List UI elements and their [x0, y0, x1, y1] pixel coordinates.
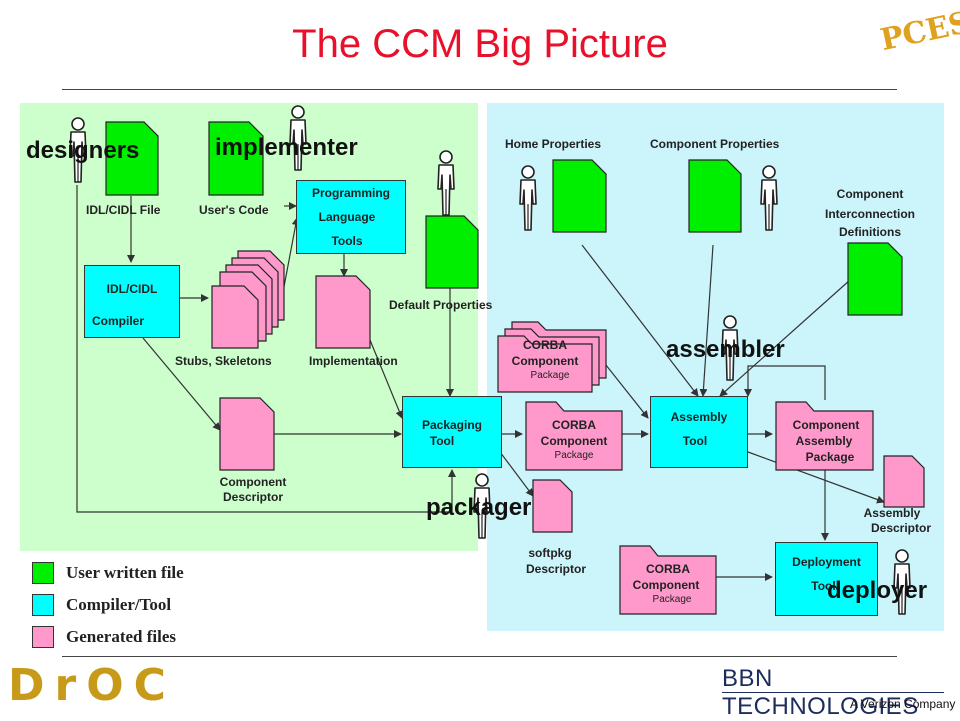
softpkg-descriptor-doc: [532, 479, 573, 533]
implementation-label: Implementation: [309, 354, 398, 368]
legend-tool-label: Compiler/Tool: [66, 595, 172, 614]
assembly-descriptor-label-1: Assembly: [863, 506, 921, 520]
deploy-package-label-2: Component: [632, 578, 700, 592]
softpkg-label-2: Descriptor: [525, 562, 587, 576]
cap-label-1: Component: [792, 418, 860, 432]
home-properties-doc: [552, 159, 607, 233]
cap-label-2: Assembly: [795, 434, 853, 448]
default-properties-doc: [425, 215, 479, 289]
stubs-skeletons-stack: [211, 250, 285, 349]
deployment-package-folder: [619, 545, 717, 615]
idl-compiler-label-1: IDL/CIDL: [106, 282, 158, 296]
stack-package-label-1: CORBA: [523, 338, 567, 352]
legend-swatch-generated: [32, 626, 54, 648]
corba-package-folder: [525, 401, 623, 471]
arrow-designers-to-packaging: [76, 185, 456, 513]
arrow-cid-to-assembly: [719, 279, 851, 397]
deploy-package-label-1: CORBA: [646, 562, 690, 576]
packaging-tool-label-1: Packaging: [421, 418, 483, 432]
corba-packages-stack: [497, 321, 607, 393]
packaging-tool-box: [402, 396, 502, 468]
packaging-tool-label-2: Tool: [429, 434, 455, 448]
bbn-divider: [722, 692, 944, 693]
deployment-tool-label-1: Deployment: [792, 555, 861, 569]
idl-compiler-box: [84, 265, 180, 338]
assembler-label: assembler: [666, 336, 785, 363]
assembly-tool-box: [650, 396, 748, 468]
users-code-doc: [208, 121, 264, 196]
component-descriptor-label-1: Component: [219, 475, 287, 489]
arrow-compiler-to-descriptor: [142, 337, 221, 431]
idl-file-label: IDL/CIDL File: [86, 203, 161, 217]
implementation-doc: [315, 275, 371, 349]
arrow-assembly-to-descriptor: [747, 451, 885, 504]
programming-tools-box: [296, 180, 406, 254]
cid-label-3: Definitions: [839, 225, 901, 239]
deployer-label: deployer: [827, 577, 928, 604]
default-properties-label: Default Properties: [389, 298, 493, 312]
users-code-label: User's Code: [199, 203, 269, 217]
assembly-descriptor-label-2: Descriptor: [870, 521, 932, 535]
verizon-tagline: A Verizon Company: [850, 697, 956, 711]
deployment-tool-box: [775, 542, 878, 616]
cap-label-3: Package: [805, 450, 855, 464]
softpkg-label-1: softpkg: [528, 546, 572, 560]
arrow-home-props-to-assembly: [581, 244, 699, 397]
bbn-logo: BBN TECHNOLOGIES: [722, 665, 919, 720]
legend-swatch-user: [32, 562, 54, 584]
deploy-package-label-3: Package: [652, 594, 692, 605]
component-assembly-package-folder: [775, 401, 874, 471]
programming-tools-label-3: Tools: [331, 234, 363, 248]
assembly-tool-label-2: Tool: [682, 434, 708, 448]
component-properties-doc: [688, 159, 742, 233]
idl-compiler-label-2: Compiler: [91, 314, 144, 328]
packager-label: packager: [426, 494, 532, 521]
cid-label-1: Component: [836, 187, 904, 201]
stack-package-label-2: Component: [511, 354, 579, 368]
arrow-comp-props-to-assembly: [699, 244, 714, 397]
interconnection-definitions-doc: [847, 242, 903, 316]
cid-label-2: Interconnection: [824, 207, 915, 221]
page-title: The CCM Big Picture: [292, 22, 668, 66]
programming-tools-label-2: Language: [318, 210, 376, 224]
implementer-label: implementer: [215, 134, 358, 161]
home-properties-label: Home Properties: [505, 137, 602, 151]
comp-props-figure: [760, 165, 778, 231]
doc-logo: DrOC: [8, 660, 176, 711]
arrow-stubs-to-tools: [282, 217, 300, 293]
arrow-implementation-to-packaging: [369, 339, 404, 419]
home-props-figure: [519, 165, 537, 231]
idl-file-doc: [105, 121, 159, 196]
arrow-packaging-to-softpkg: [499, 451, 534, 497]
deployment-tool-label-2: Tool: [811, 579, 836, 593]
corba-package-label-3: Package: [554, 450, 594, 461]
assembly-tool-label-1: Assembly: [670, 410, 728, 424]
component-properties-label: Component Properties: [650, 137, 780, 151]
corba-package-label-1: CORBA: [552, 418, 596, 432]
legend-generated-label: Generated files: [66, 627, 176, 646]
arrow-cap-feedback: [744, 365, 826, 400]
stubs-label: Stubs, Skeletons: [175, 354, 272, 368]
component-descriptor-label-2: Descriptor: [222, 490, 284, 504]
title-divider: [62, 89, 897, 90]
programming-tools-label-1: Programming: [311, 186, 390, 200]
default-props-figure: [437, 150, 455, 216]
component-descriptor-doc: [219, 397, 275, 471]
footer-divider: [62, 656, 897, 657]
corba-package-label-2: Component: [540, 434, 608, 448]
legend-user-label: User written file: [66, 563, 184, 582]
legend-swatch-tool: [32, 594, 54, 616]
assembly-descriptor-doc: [883, 455, 925, 508]
designers-label: designers: [26, 137, 140, 164]
stack-package-label-3: Package: [530, 370, 570, 381]
